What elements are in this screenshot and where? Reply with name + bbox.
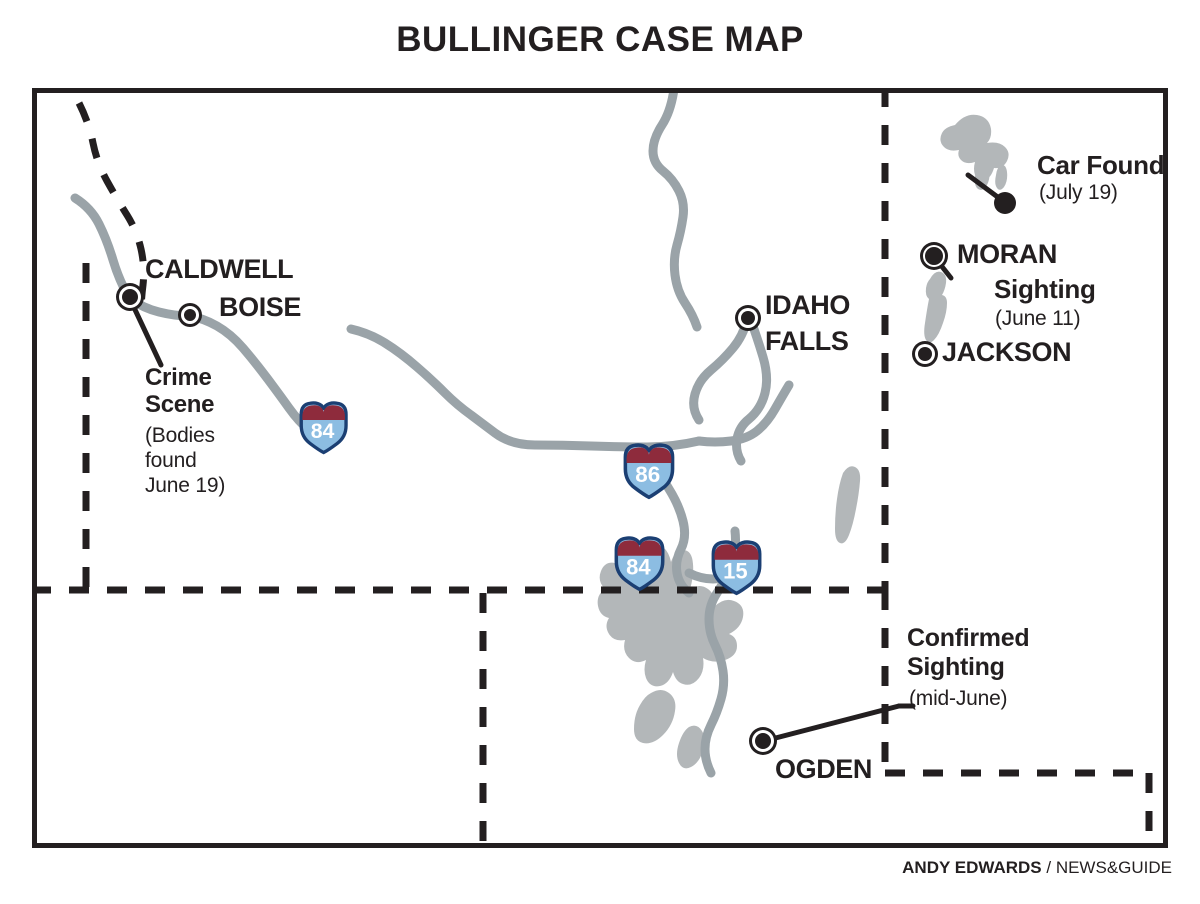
bear-lake <box>835 466 861 544</box>
city-label-idaho-falls-line1: IDAHO <box>765 290 850 320</box>
page-title: BULLINGER CASE MAP <box>396 20 804 59</box>
jackson-lake <box>924 271 947 343</box>
water-bodies <box>597 114 1009 769</box>
shield-label-i84-boise: 84 <box>311 419 335 443</box>
shield-label-i15: 15 <box>723 558 748 583</box>
road-northwest <box>70 193 134 303</box>
road-i15-north <box>648 93 702 332</box>
city-label-moran: MORAN <box>957 239 1057 269</box>
credit-author: ANDY EDWARDS <box>902 858 1042 877</box>
marker-jackson[interactable] <box>912 341 938 367</box>
annotation-confirmed-sighting-line2: Sighting <box>907 653 1005 681</box>
city-markers <box>116 192 1016 755</box>
idaho-oregon-border <box>75 101 148 314</box>
marker-boise[interactable] <box>178 303 202 327</box>
shield-i84-boise[interactable]: 84 <box>299 401 348 455</box>
city-label-caldwell: CALDWELL <box>145 254 294 284</box>
annotation-confirmed-sighting-line1: Confirmed <box>907 624 1030 652</box>
annotation-car-found-detail1: (July 19) <box>1039 181 1118 204</box>
shield-label-i86: 86 <box>635 462 660 487</box>
marker-idaho-falls[interactable] <box>735 305 761 331</box>
annotation-car-found-line1: Car Found <box>1037 150 1165 180</box>
shield-i15[interactable]: 15 <box>711 540 762 596</box>
annotation-moran-sighting-detail1: (June 11) <box>995 307 1081 330</box>
map-canvas: 84 86 84 15 <box>37 93 1153 843</box>
great-salt-lake <box>597 542 744 769</box>
credit-line: ANDY EDWARDS / NEWS&GUIDE <box>902 858 1172 878</box>
city-label-idaho-falls-line2: FALLS <box>765 326 849 356</box>
road-i86 <box>694 380 794 447</box>
credit-publication: NEWS&GUIDE <box>1055 858 1172 877</box>
shield-label-i84-south: 84 <box>626 554 651 579</box>
credit-separator: / <box>1041 858 1056 877</box>
annotation-crime-scene-detail3: June 19) <box>145 474 226 497</box>
leader-confirmed-sighting <box>761 703 902 744</box>
annotation-crime-scene-line1: Crime <box>145 364 212 391</box>
city-label-jackson: JACKSON <box>942 337 1072 367</box>
state-borders <box>37 93 1153 843</box>
annotation-crime-scene-detail2: found <box>145 449 197 472</box>
road-i86-west <box>346 324 704 452</box>
annotation-confirmed-sighting-detail1: (mid-June) <box>909 687 1008 710</box>
marker-moran[interactable] <box>920 242 948 270</box>
annotation-crime-scene-line2: Scene <box>145 391 215 418</box>
shield-i86[interactable]: 86 <box>623 443 675 500</box>
marker-car-found[interactable] <box>994 192 1016 214</box>
marker-caldwell[interactable] <box>116 283 144 311</box>
annotation-moran-sighting-line1: Sighting <box>994 274 1096 304</box>
shield-i84-south[interactable]: 84 <box>614 536 665 592</box>
marker-ogden[interactable] <box>749 727 777 755</box>
road-i15-idahofalls-south <box>689 315 752 425</box>
yellowstone-lake <box>940 114 1009 190</box>
map-frame: 84 86 84 15 CALDWELL BOISE IDAHO FALLS <box>32 88 1168 848</box>
annotation-crime-scene-detail1: (Bodies <box>145 424 215 447</box>
highway-shields: 84 86 84 15 <box>299 401 762 596</box>
city-label-boise: BOISE <box>219 292 302 322</box>
city-label-ogden: OGDEN <box>775 754 873 784</box>
